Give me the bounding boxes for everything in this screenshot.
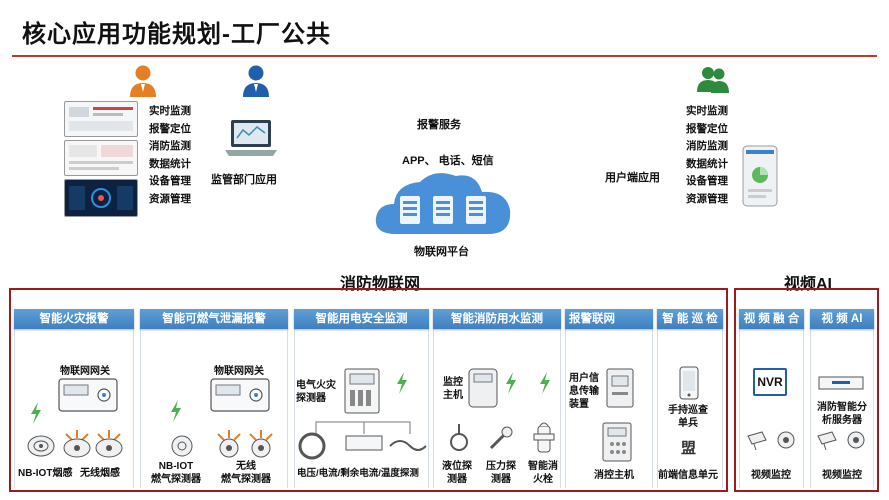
lightning-icon (396, 372, 408, 399)
camera-icon (816, 430, 868, 457)
device-label: 电压/电流/剩余电流/温度探测 (297, 468, 419, 479)
left-feature-item: 数据统计 (149, 157, 191, 170)
video-ai-frame (734, 288, 879, 492)
smoke-detector-icon (26, 434, 56, 463)
device-label: 视频监控 (751, 470, 791, 481)
right-feature-item: 报警定位 (686, 122, 728, 135)
device-label: 电气火灾 探测器 (296, 380, 336, 404)
device-label: NB-IOT 燃气探测器 (151, 461, 201, 485)
device-label: 无线烟感 (80, 468, 120, 479)
dashboard-screenshot-2 (64, 140, 138, 176)
column-video-fusion (739, 310, 804, 488)
device-label: 消控主机 (594, 470, 634, 481)
sensor-wiring-icon (298, 414, 428, 467)
electric-meter-icon (344, 368, 380, 419)
left-feature-item: 资源管理 (149, 192, 191, 205)
column-electric (294, 310, 429, 488)
header-fire-alarm: 智能火灾报警 (14, 309, 134, 329)
left-feature-list: 实时监测 报警定位 消防监测 数据统计 设备管理 资源管理 (149, 103, 191, 208)
device-label: 视频监控 (822, 470, 862, 481)
header-electric: 智能用电安全监测 (294, 309, 429, 329)
lightning-icon (505, 372, 517, 399)
gas-detector-icon (168, 434, 196, 463)
lightning-icon (30, 402, 42, 429)
fire-control-host-icon (602, 422, 632, 467)
left-feature-item: 消防监测 (149, 140, 191, 152)
person-icon-blue (241, 64, 271, 103)
pressure-sensor-icon (487, 424, 513, 457)
column-fire-alarm (14, 310, 134, 488)
hydrant-icon (532, 420, 556, 459)
device-label: 用户信 息传输 装置 (569, 373, 599, 410)
transmission-device-icon (606, 368, 634, 413)
page-title: 核心应用功能规划-工厂公共 (22, 21, 331, 48)
fire-iot-frame (9, 288, 728, 492)
column-gas-alarm (140, 310, 288, 488)
dashboard-screenshot-3 (64, 179, 138, 217)
header-gas-alarm: 智能可燃气泄漏报警 (140, 309, 288, 329)
channels-label: APP、 电话、短信 (402, 155, 494, 167)
title-divider (12, 55, 877, 57)
header-water: 智能消防用水监测 (433, 309, 561, 329)
cloud-platform-icon (372, 168, 514, 245)
iot-platform-label: 物联网平台 (414, 246, 469, 258)
header-alarm-network: 报警联网 (565, 309, 653, 329)
smoke-detector-wireless-icon (94, 430, 124, 463)
monitor-host-icon (468, 368, 498, 413)
nvr-device: NVR (753, 368, 787, 396)
gateway-label-1: 物联网网关 (60, 366, 110, 377)
person-icon-green (697, 64, 729, 101)
supervision-app-label: 监管部门应用 (211, 174, 277, 186)
dashboard-screenshot-1 (64, 101, 138, 137)
device-label: 消防智能分 析服务器 (817, 402, 867, 426)
right-feature-item: 实时监测 (686, 105, 728, 117)
gateway-device-1 (58, 378, 118, 417)
person-icon-orange (128, 64, 158, 103)
device-label: 前端信息单元 (658, 470, 718, 481)
gateway-label-2: 物联网网关 (214, 366, 264, 377)
right-feature-item: 数据统计 (686, 157, 728, 170)
alarm-service-label: 报警服务 (417, 119, 461, 131)
header-video-fusion: 视 频 融 合 (739, 309, 804, 329)
laptop-icon (225, 118, 277, 163)
gas-detector-wireless-icon (246, 430, 276, 463)
left-feature-item: 实时监测 (149, 105, 191, 117)
handheld-phone-icon (679, 366, 699, 405)
right-feature-item: 设备管理 (686, 175, 728, 187)
right-feature-list: 实时监测 报警定位 消防监测 数据统计 设备管理 资源管理 (686, 103, 728, 208)
user-app-label: 用户端应用 (605, 172, 660, 184)
lightning-icon (170, 400, 182, 427)
device-label: 无线 燃气探测器 (221, 461, 271, 485)
lightning-icon (539, 372, 551, 399)
header-video-ai: 视 频 AI (810, 309, 874, 329)
column-inspection (657, 310, 723, 488)
column-video-ai (810, 310, 874, 488)
device-label: 手持巡查 单兵 (668, 405, 708, 429)
column-water (433, 310, 561, 488)
column-alarm-network (565, 310, 653, 488)
phone-screenshot (742, 145, 778, 212)
device-label: 监控 主机 (443, 377, 463, 401)
camera-icon (746, 430, 798, 457)
ai-server-icon (818, 376, 864, 395)
left-feature-item: 设备管理 (149, 175, 191, 187)
gas-detector-wireless-icon (214, 430, 244, 463)
device-label: 智能消 火栓 (528, 461, 558, 485)
right-feature-item: 消防监测 (686, 140, 728, 152)
right-feature-item: 资源管理 (686, 192, 728, 205)
left-feature-item: 报警定位 (149, 122, 191, 135)
info-unit-glyph: 盟 (681, 440, 697, 457)
level-sensor-icon (446, 424, 472, 457)
header-inspection: 智 能 巡 检 (657, 309, 723, 329)
device-label: 压力探 测器 (486, 461, 516, 485)
device-label: NB-IOT烟感 (18, 468, 73, 479)
nvr-label: NVR (757, 375, 783, 389)
smoke-detector-wireless-icon (62, 430, 92, 463)
device-label: 液位探 测器 (442, 461, 472, 485)
gateway-device-2 (210, 378, 270, 417)
